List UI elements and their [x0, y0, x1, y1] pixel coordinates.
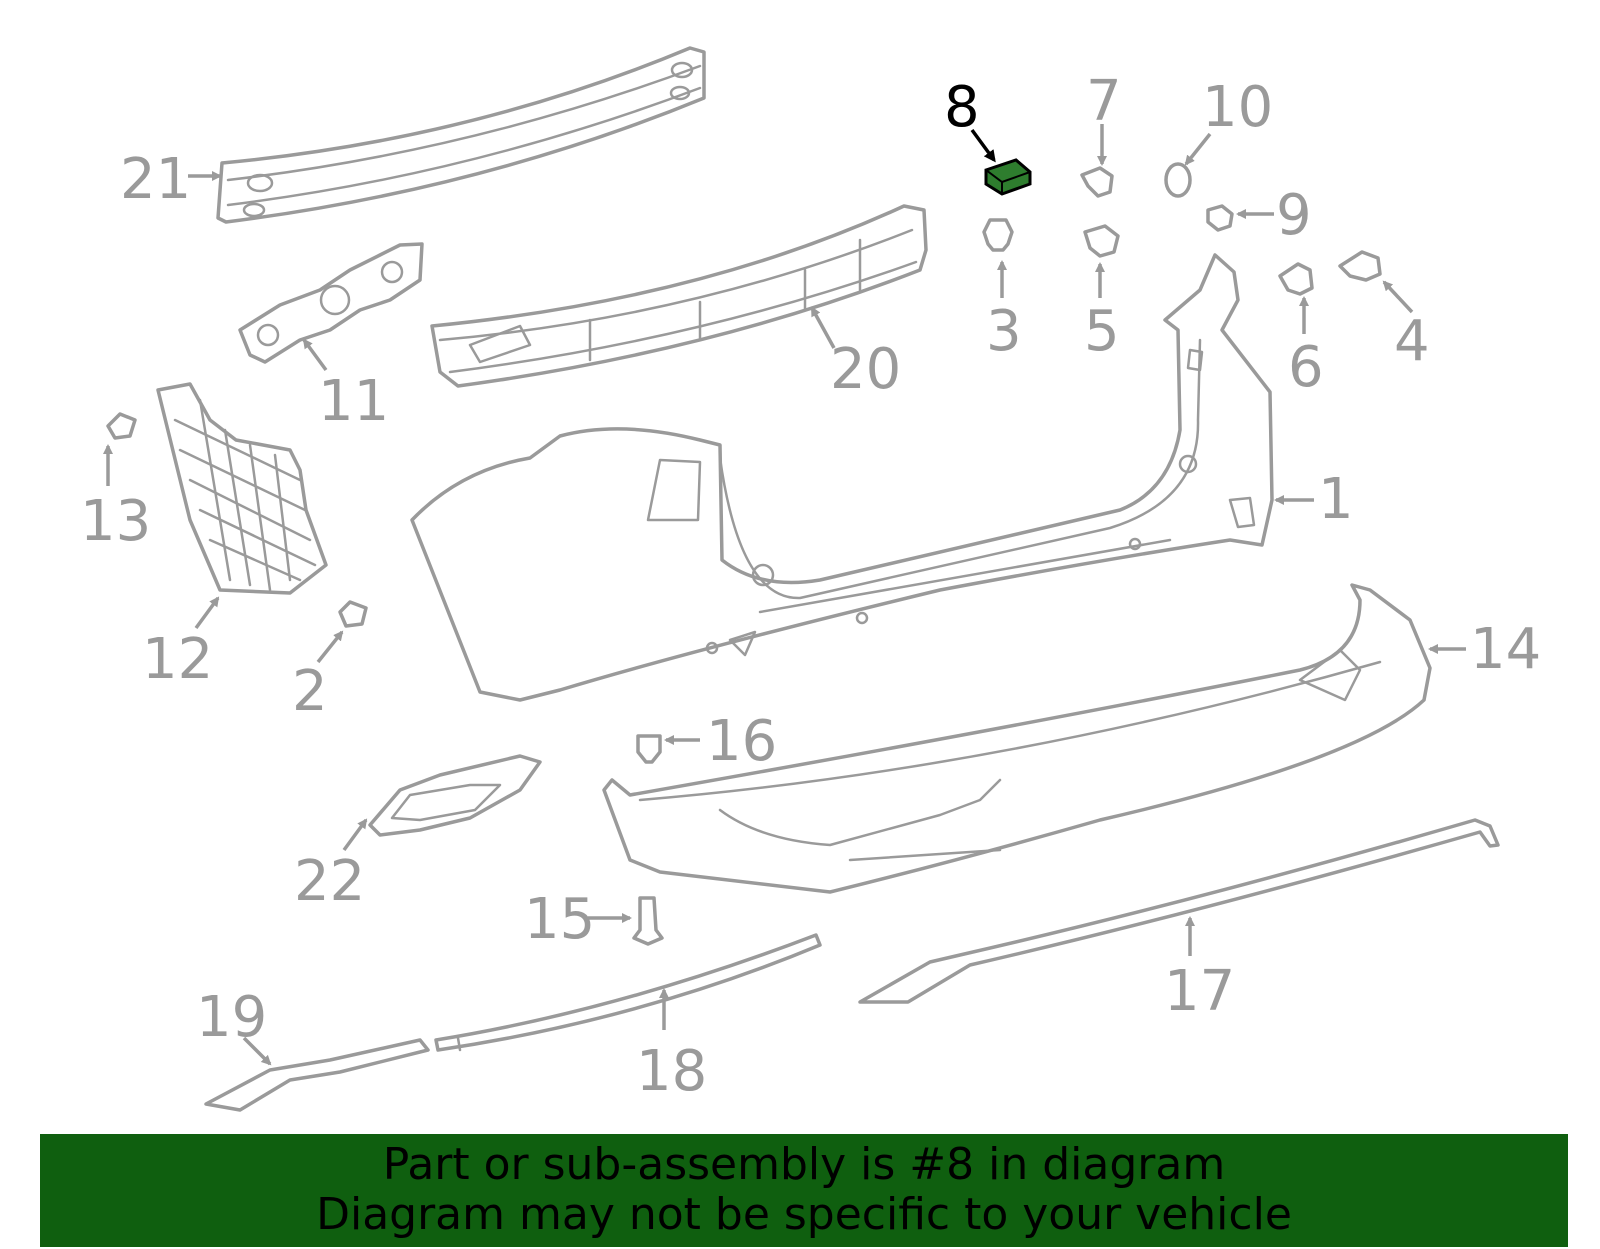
- callout-4: 4: [1394, 309, 1430, 374]
- callout-1: 1: [1318, 467, 1354, 532]
- part-1-bumper-cover: [410, 253, 1274, 702]
- callout-14: 14: [1470, 617, 1541, 682]
- part-21-reinforcement: [216, 46, 706, 224]
- callout-15: 15: [524, 887, 595, 952]
- banner-line-2: Diagram may not be specific to your vehi…: [316, 1189, 1292, 1240]
- leaders: [103, 124, 1466, 1066]
- part-20-absorber: [430, 204, 928, 388]
- callout-18: 18: [636, 1039, 707, 1104]
- callout-labels: 1 2 3 4 5 6 7 8 9 10 11 12 13 14 15 16 1…: [80, 69, 1541, 1104]
- banner-line-1: Part or sub-assembly is #8 in diagram: [382, 1139, 1226, 1190]
- part-19-molding: [204, 1038, 430, 1112]
- callout-13: 13: [80, 489, 151, 554]
- callout-8: 8: [944, 75, 980, 140]
- callout-11: 11: [318, 369, 389, 434]
- part-14-lower-valance: [602, 583, 1432, 894]
- fasteners: [106, 162, 1382, 946]
- part-18-molding: [434, 933, 822, 1052]
- part-11-bracket: [238, 242, 424, 364]
- callout-9: 9: [1276, 183, 1312, 248]
- callout-22: 22: [294, 849, 365, 914]
- callout-19: 19: [196, 985, 267, 1050]
- part-17-molding: [858, 818, 1500, 1004]
- part-12-side-bracket: [156, 382, 328, 595]
- callout-21: 21: [120, 147, 191, 212]
- part-8-highlighted: [984, 158, 1032, 196]
- callout-7: 7: [1086, 69, 1122, 134]
- info-banner: Part or sub-assembly is #8 in diagram Di…: [40, 1134, 1568, 1247]
- callout-16: 16: [706, 709, 777, 774]
- callout-6: 6: [1288, 335, 1324, 400]
- callout-5: 5: [1084, 299, 1120, 364]
- callout-20: 20: [830, 337, 901, 402]
- part-22-garnish: [368, 754, 542, 837]
- callout-10: 10: [1202, 75, 1273, 140]
- callout-3: 3: [986, 299, 1022, 364]
- callout-12: 12: [142, 627, 213, 692]
- callout-17: 17: [1164, 959, 1235, 1024]
- callout-2: 2: [292, 659, 328, 724]
